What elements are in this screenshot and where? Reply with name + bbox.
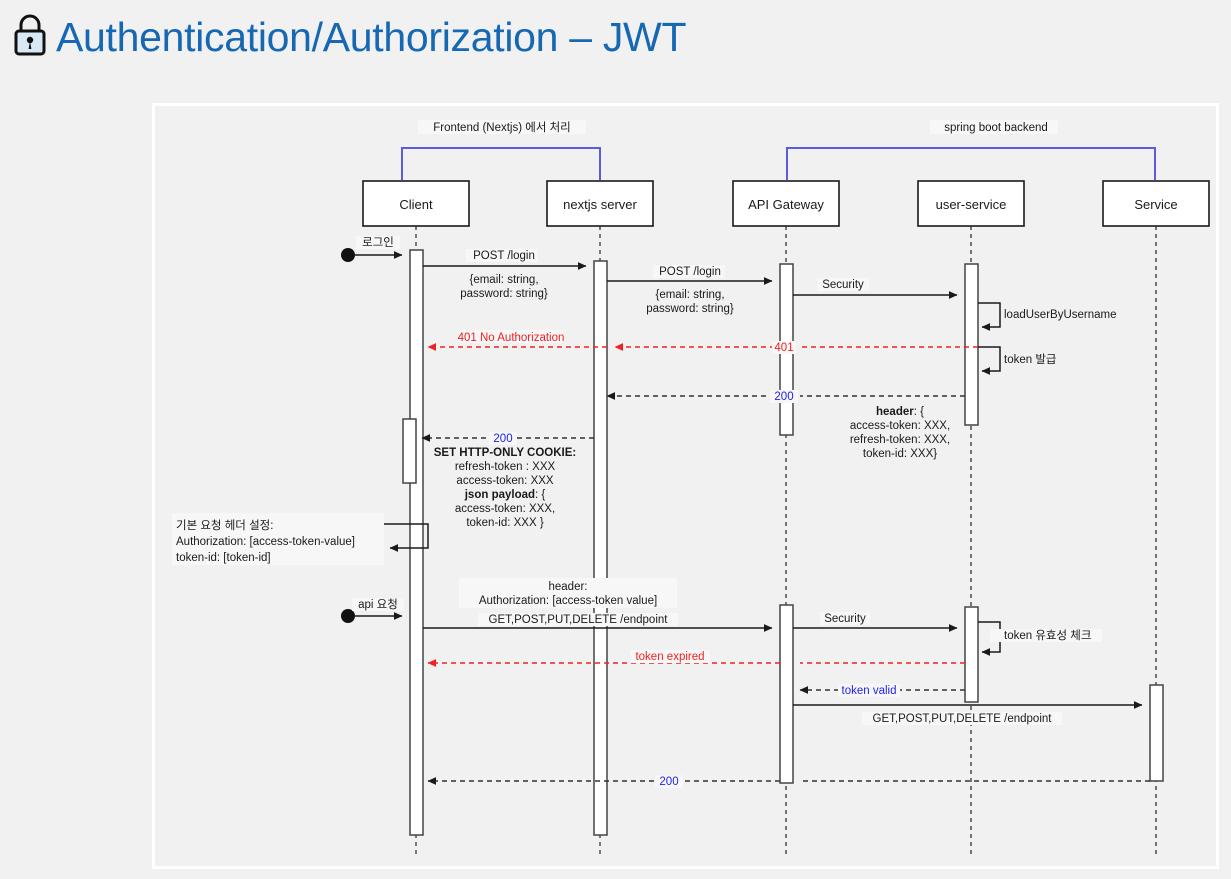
- self-message-token-validity-check: token 유효성 체크: [978, 621, 1102, 656]
- message-label-token-expired: token expired: [635, 651, 704, 663]
- note-line-1: 기본 요청 헤더 설정:: [176, 519, 273, 532]
- message-post-login-nextjs-gateway: POST /login {email: string, password: st…: [607, 265, 773, 315]
- message-label-post-login-2: POST /login: [659, 266, 721, 278]
- message-label-200-code-2: 200: [493, 433, 512, 445]
- message-label-401-code: 401: [774, 342, 793, 354]
- participant-label-nextjs: nextjs server: [563, 197, 637, 212]
- participant-user-service[interactable]: user-service: [917, 180, 1025, 227]
- header-open-label: : {: [914, 406, 924, 418]
- message-token-expired: token expired: [427, 650, 965, 667]
- activation-bar-nextjs: [593, 260, 608, 836]
- message-label-200-code-1: 200: [774, 391, 793, 403]
- message-401-no-authorization: 401 No Authorization 401: [427, 330, 978, 354]
- request-authorization-label: Authorization: [access-token value]: [479, 595, 657, 607]
- svg-text:header: {: header: {: [876, 406, 924, 418]
- message-label-200-code-3: 200: [659, 776, 678, 788]
- group-bracket-backend: spring boot backend: [786, 120, 1156, 180]
- group-bracket-frontend: Frontend (Nextjs) 에서 처리: [401, 120, 601, 180]
- page-title: Authentication/Authorization – JWT: [10, 12, 686, 63]
- message-token-valid: token valid: [799, 684, 965, 697]
- participant-client[interactable]: Client: [362, 180, 470, 227]
- cookie-title: SET HTTP-ONLY COOKIE:: [434, 447, 577, 459]
- message-api-request-client-gateway: header: Authorization: [access-token val…: [423, 578, 773, 632]
- header-refresh-token: refresh-token: XXX,: [850, 434, 950, 446]
- json-payload-key: json payload: [464, 489, 535, 501]
- message-label-post-login-1: POST /login: [473, 250, 535, 262]
- message-label-security-1: Security: [822, 279, 864, 291]
- activation-bar-gateway-api: [779, 604, 794, 784]
- self-message-token-issue: token 발급: [978, 346, 1057, 375]
- activation-bar-userservice-login: [964, 263, 979, 426]
- header-token-id: token-id: XXX}: [863, 448, 937, 460]
- activation-bar-userservice-api: [964, 606, 979, 703]
- lock-icon: [10, 12, 50, 63]
- sequence-diagram-frame: [152, 103, 1219, 869]
- cookie-refresh-token: refresh-token : XXX: [455, 461, 556, 473]
- svg-text:json payload: {: json payload: {: [464, 489, 546, 501]
- actor-label-api-request: api 요청: [358, 598, 398, 611]
- actor-label-login: 로그인: [362, 236, 394, 249]
- message-200-service-client: 200: [427, 775, 1150, 788]
- message-security-login: Security: [793, 278, 958, 299]
- message-security-api: Security: [793, 612, 958, 632]
- participant-label-service: Service: [1134, 197, 1177, 212]
- header-access-token: access-token: XXX,: [850, 420, 950, 432]
- note-line-2: Authorization: [access-token-value]: [176, 536, 355, 548]
- payload-token-id: token-id: XXX }: [466, 517, 544, 529]
- message-sub-credentials-1b: password: string}: [460, 288, 548, 300]
- self-message-label-token-check: token 유효성 체크: [1004, 629, 1091, 642]
- actor-start-api-request: api 요청: [341, 598, 404, 623]
- note-default-request-header: 기본 요청 헤더 설정: Authorization: [access-toke…: [172, 513, 429, 565]
- message-label-security-2: Security: [824, 613, 866, 625]
- cookie-access-token: access-token: XXX: [456, 475, 553, 487]
- message-label-token-valid: token valid: [842, 685, 897, 697]
- participant-label-gateway: API Gateway: [748, 197, 824, 212]
- self-message-label-load-user: loadUserByUsername: [1004, 309, 1117, 321]
- group-label-frontend: Frontend (Nextjs) 에서 처리: [433, 121, 571, 134]
- self-message-label-token-issue: token 발급: [1004, 353, 1057, 366]
- message-sub-credentials-2b: password: string}: [646, 303, 734, 315]
- message-endpoint-gateway-service: GET,POST,PUT,DELETE /endpoint: [793, 701, 1143, 725]
- message-200-nextjs-client: 200 SET HTTP-ONLY COOKIE: refresh-token …: [421, 432, 594, 529]
- message-label-401-full: 401 No Authorization: [458, 332, 565, 344]
- participant-service[interactable]: Service: [1102, 180, 1210, 227]
- request-header-label: header:: [548, 581, 587, 593]
- page-title-text: Authentication/Authorization – JWT: [56, 14, 687, 60]
- header-key-label: header: [876, 406, 914, 418]
- group-label-backend: spring boot backend: [944, 122, 1048, 134]
- message-sub-credentials-2a: {email: string,: [655, 289, 724, 301]
- activation-bar-client-nested: [402, 418, 417, 484]
- participant-nextjs-server[interactable]: nextjs server: [546, 180, 654, 227]
- json-payload-open: : {: [535, 489, 545, 501]
- activation-bar-service: [1149, 684, 1164, 782]
- payload-access-token: access-token: XXX,: [455, 503, 555, 515]
- message-sub-credentials-1a: {email: string,: [469, 274, 538, 286]
- message-post-login-client-nextjs: POST /login {email: string, password: st…: [423, 249, 587, 300]
- participant-label-userservice: user-service: [936, 197, 1007, 212]
- self-message-load-user-by-username: loadUserByUsername: [978, 302, 1117, 331]
- actor-start-login: 로그인: [341, 236, 403, 262]
- participant-label-client: Client: [399, 197, 433, 212]
- activation-bar-client: [409, 249, 424, 836]
- participant-api-gateway[interactable]: API Gateway: [732, 180, 840, 227]
- request-endpoint-methods-1: GET,POST,PUT,DELETE /endpoint: [489, 614, 669, 626]
- message-200-userservice-nextjs: 200 header: { access-token: XXX, refresh…: [606, 390, 965, 460]
- request-endpoint-methods-2: GET,POST,PUT,DELETE /endpoint: [873, 713, 1053, 725]
- note-line-3: token-id: [token-id]: [176, 552, 271, 564]
